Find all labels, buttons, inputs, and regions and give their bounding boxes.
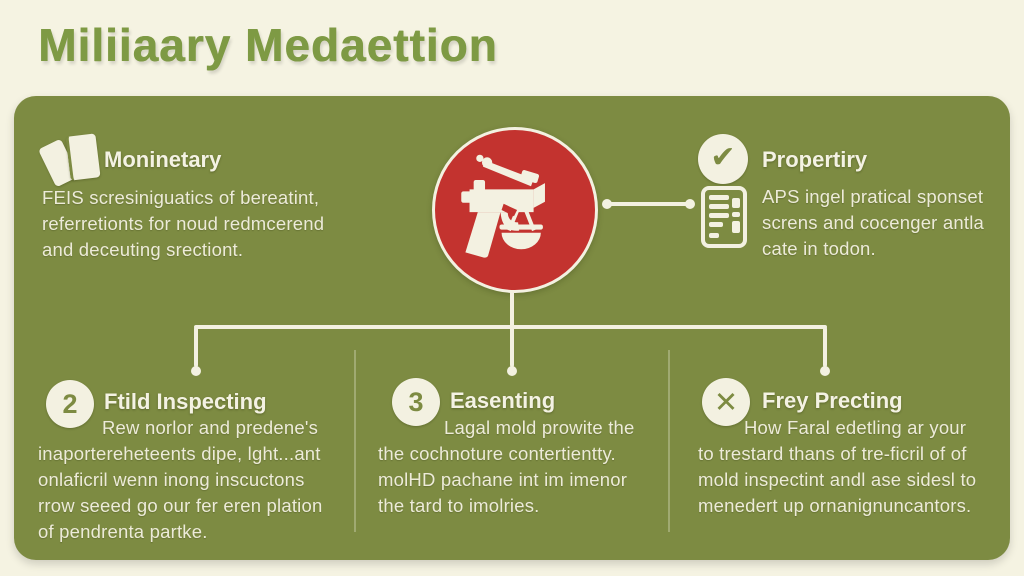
connector-line-down (510, 290, 514, 327)
doc-line (732, 198, 740, 208)
connector-drop-right (823, 327, 827, 367)
cross-icon: ✕ (713, 386, 739, 419)
doc-line (709, 204, 729, 209)
step-badge-3: 3 (392, 378, 440, 426)
center-emblem (432, 127, 598, 293)
asserting-heading: Easenting (450, 388, 556, 413)
connector-drop-center (510, 327, 514, 367)
doc-line (709, 233, 719, 238)
badge-number: 2 (62, 388, 78, 419)
gun-detail (501, 203, 518, 217)
field-inspecting-text: Rew norlor and predene's inaporterehetee… (38, 417, 323, 542)
book-page-2 (65, 133, 101, 181)
check-icon: ✔ (698, 134, 748, 184)
connector-dot (191, 366, 201, 376)
frey-precting-heading: Frey Precting (762, 388, 903, 413)
frey-precting-text: How Faral edetling ar your to trestard t… (698, 417, 977, 516)
connector-dot (507, 366, 517, 376)
connector-drop-left (194, 327, 198, 367)
page-title: Miliiaary Medaettion (38, 19, 498, 71)
connector-line-right (607, 202, 690, 206)
books-icon (38, 133, 104, 191)
doc-line (709, 195, 729, 200)
doc-line (732, 212, 740, 217)
gun-scale-icon (461, 154, 545, 258)
monetary-heading: Moninetary (104, 147, 222, 172)
connector-dot (820, 366, 830, 376)
step-badge-2: 2 (46, 380, 94, 428)
connector-dot (602, 199, 612, 209)
check-glyph: ✔ (710, 141, 736, 174)
doc-line (709, 222, 723, 227)
asserting-text: Lagal mold prowite the the cochnoture co… (378, 417, 635, 516)
property-text: APS ingel pratical sponset screns and co… (762, 186, 984, 259)
column-divider (668, 350, 670, 532)
doc-line (709, 213, 729, 218)
doc-line (732, 221, 740, 233)
property-heading: Propertiry (762, 147, 868, 172)
monetary-text: FEIS scresiniguatics of bereatint, refer… (42, 187, 325, 260)
connector-dot (685, 199, 695, 209)
cross-badge: ✕ (702, 378, 750, 426)
badge-number: 3 (408, 386, 424, 417)
field-inspecting-heading: Ftild Inspecting (104, 389, 267, 414)
column-divider (354, 350, 356, 532)
document-list-icon (701, 186, 747, 248)
